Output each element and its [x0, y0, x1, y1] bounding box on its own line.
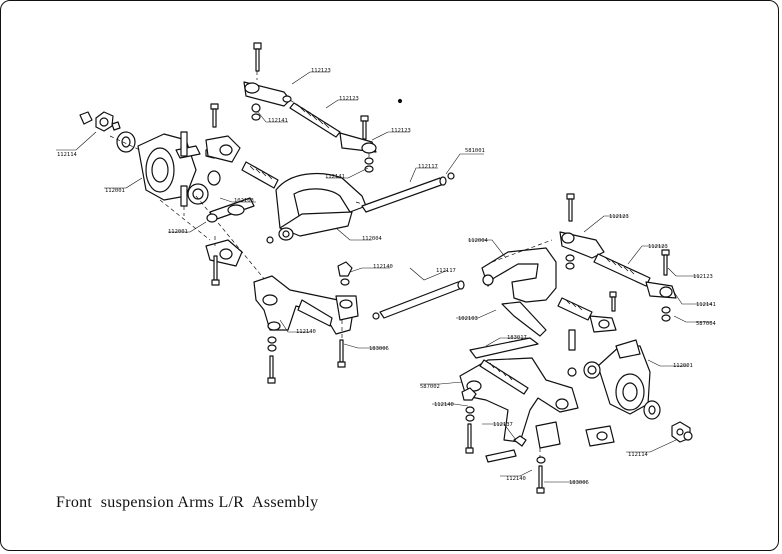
- part-label: 112140: [296, 329, 316, 335]
- part-label: 112001: [168, 229, 188, 235]
- part-label: 102103: [234, 198, 254, 204]
- dot-mark: [397, 98, 403, 104]
- upper-turnbuckle-right: [559, 193, 677, 322]
- part-label: 112123: [609, 214, 629, 220]
- lower-arm-right: [459, 337, 615, 494]
- part-label: 112114: [57, 152, 78, 158]
- upper-a-arm-left: [266, 172, 367, 244]
- part-label: 183017: [507, 335, 527, 341]
- part-label: 183006: [369, 346, 389, 352]
- part-label: 112141: [268, 118, 288, 124]
- lower-arm-left: [253, 261, 359, 384]
- part-label: 102103: [458, 316, 478, 322]
- part-label: 587004: [696, 321, 717, 327]
- part-label: 112001: [105, 188, 125, 194]
- part-label: 112114: [628, 452, 649, 458]
- part-label: 112123: [311, 68, 331, 74]
- part-label: 581001: [465, 148, 485, 154]
- part-label: 112117: [418, 164, 438, 170]
- part-label: 112140: [373, 264, 393, 270]
- part-label: 587002: [420, 384, 440, 390]
- lower-rod-end-left: [205, 236, 243, 286]
- upper-turnbuckle-left: [243, 42, 377, 173]
- part-label: 112123: [693, 274, 713, 280]
- diagram-title: Front suspension Arms L/R Assembly: [56, 494, 319, 511]
- part-label: 112141: [325, 174, 345, 180]
- hub-assembly-right: [567, 339, 693, 443]
- part-label: 112001: [673, 363, 693, 369]
- hinge-pin-right: [372, 280, 465, 320]
- part-label: 112117: [436, 268, 456, 274]
- ball-stud-right: [501, 291, 617, 351]
- part-label: 112141: [696, 302, 716, 308]
- upper-a-arm-right: [481, 239, 557, 303]
- part-label: 112004: [468, 238, 489, 244]
- part-label: 112137: [493, 422, 513, 428]
- part-label: 112123: [648, 244, 668, 250]
- leader-lines: [56, 71, 712, 483]
- part-label: 183006: [569, 480, 589, 486]
- hinge-pin-left: [361, 172, 455, 213]
- ball-stud-left: [205, 103, 279, 223]
- part-label: 112140: [434, 402, 454, 408]
- hub-assembly-left: [79, 111, 271, 287]
- part-label: 112123: [391, 128, 411, 134]
- part-label: 112140: [506, 476, 526, 482]
- part-label: 112004: [362, 236, 383, 242]
- part-label: 112123: [339, 96, 359, 102]
